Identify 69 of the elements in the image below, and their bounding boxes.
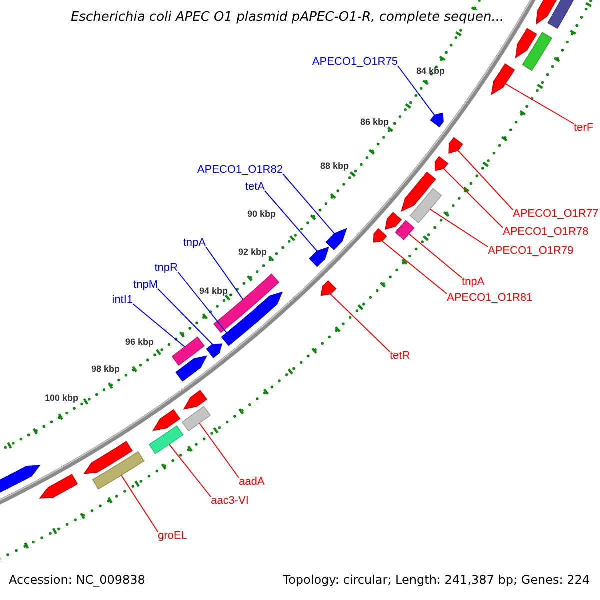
- gene-segment: [536, 0, 560, 25]
- gene-label: APECO1_O1R75: [312, 55, 398, 69]
- gene-segment: [410, 188, 442, 224]
- leader-line: [505, 83, 574, 124]
- scale-label: 98 kbp: [92, 363, 120, 376]
- gene-segment: [320, 280, 337, 296]
- leader-line: [178, 272, 228, 334]
- gene-segment: [434, 156, 449, 172]
- leader-line: [443, 168, 504, 228]
- gene-segment: [92, 451, 145, 490]
- gene-label: groEL: [158, 529, 188, 543]
- footer-text: Topology: circular; Length: 241,387 bp; Genes: 224: [283, 573, 590, 587]
- gene-label: terF: [574, 121, 594, 135]
- gene-label: tnpA: [462, 275, 485, 289]
- gene-segment: [214, 274, 280, 334]
- gene-label: APECO1_O1R82: [197, 163, 283, 177]
- leader-line: [330, 294, 390, 352]
- leader-line: [408, 233, 462, 278]
- gene-segment: [83, 441, 133, 474]
- gene-segment: [491, 64, 516, 96]
- leader-line: [382, 240, 448, 294]
- gene-segment: [401, 172, 436, 212]
- gene-segment: [176, 356, 208, 382]
- scale-label: 90 kbp: [248, 208, 276, 221]
- gene-segment: [522, 32, 552, 72]
- scale-label: 86 kbp: [360, 116, 390, 129]
- scale-label: 92 kbp: [238, 246, 268, 259]
- gene-segment: [430, 112, 444, 128]
- gene-segment: [309, 246, 330, 268]
- gene-label: tnpA: [183, 236, 206, 250]
- gene-segment: [183, 390, 208, 410]
- gene-label: aadA: [239, 475, 265, 489]
- gene-segment: [548, 0, 575, 30]
- scale-label: 100 kbp: [45, 392, 79, 405]
- leader-line: [132, 304, 186, 348]
- gene-segment: [182, 406, 212, 432]
- leader-line: [264, 190, 318, 252]
- gene-segment: [152, 409, 181, 432]
- gene-label: APECO1_O1R79: [488, 244, 574, 258]
- leader-line: [121, 475, 158, 532]
- leader-line: [458, 150, 514, 210]
- gene-label: tetA: [245, 180, 265, 194]
- leader-line: [282, 174, 335, 234]
- gene-segment: [206, 344, 222, 358]
- gene-label: tetR: [390, 349, 410, 363]
- gene-label: APECO1_O1R78: [503, 225, 589, 239]
- gene-label: APECO1_O1R77: [513, 207, 599, 221]
- gene-segment: [326, 228, 348, 250]
- gene-label: tnpR: [154, 261, 178, 275]
- gene-segment: [39, 474, 78, 499]
- leader-line: [398, 66, 436, 116]
- gene-segment: [172, 336, 205, 366]
- scale-label: 88 kbp: [320, 160, 350, 173]
- leader-line: [158, 288, 214, 346]
- gene-label: APECO1_O1R81: [447, 291, 533, 305]
- scale-label: 96 kbp: [126, 336, 154, 349]
- gene-label: aac3-VI: [211, 494, 249, 508]
- gene-segment: [385, 212, 402, 230]
- gene-segment: [148, 425, 184, 454]
- gene-segment: [373, 228, 388, 243]
- gene-label: tnpM: [134, 278, 158, 292]
- scale-label: 84 kbp: [416, 65, 446, 78]
- gene-segment: [395, 220, 415, 240]
- leader-line: [168, 444, 212, 498]
- gene-label: intI1: [112, 293, 133, 307]
- gene-segment: [448, 137, 464, 154]
- footer-text: Accession: NC_009838: [9, 573, 146, 587]
- scale-label: 94 kbp: [200, 285, 228, 298]
- gene-segment: [515, 28, 538, 59]
